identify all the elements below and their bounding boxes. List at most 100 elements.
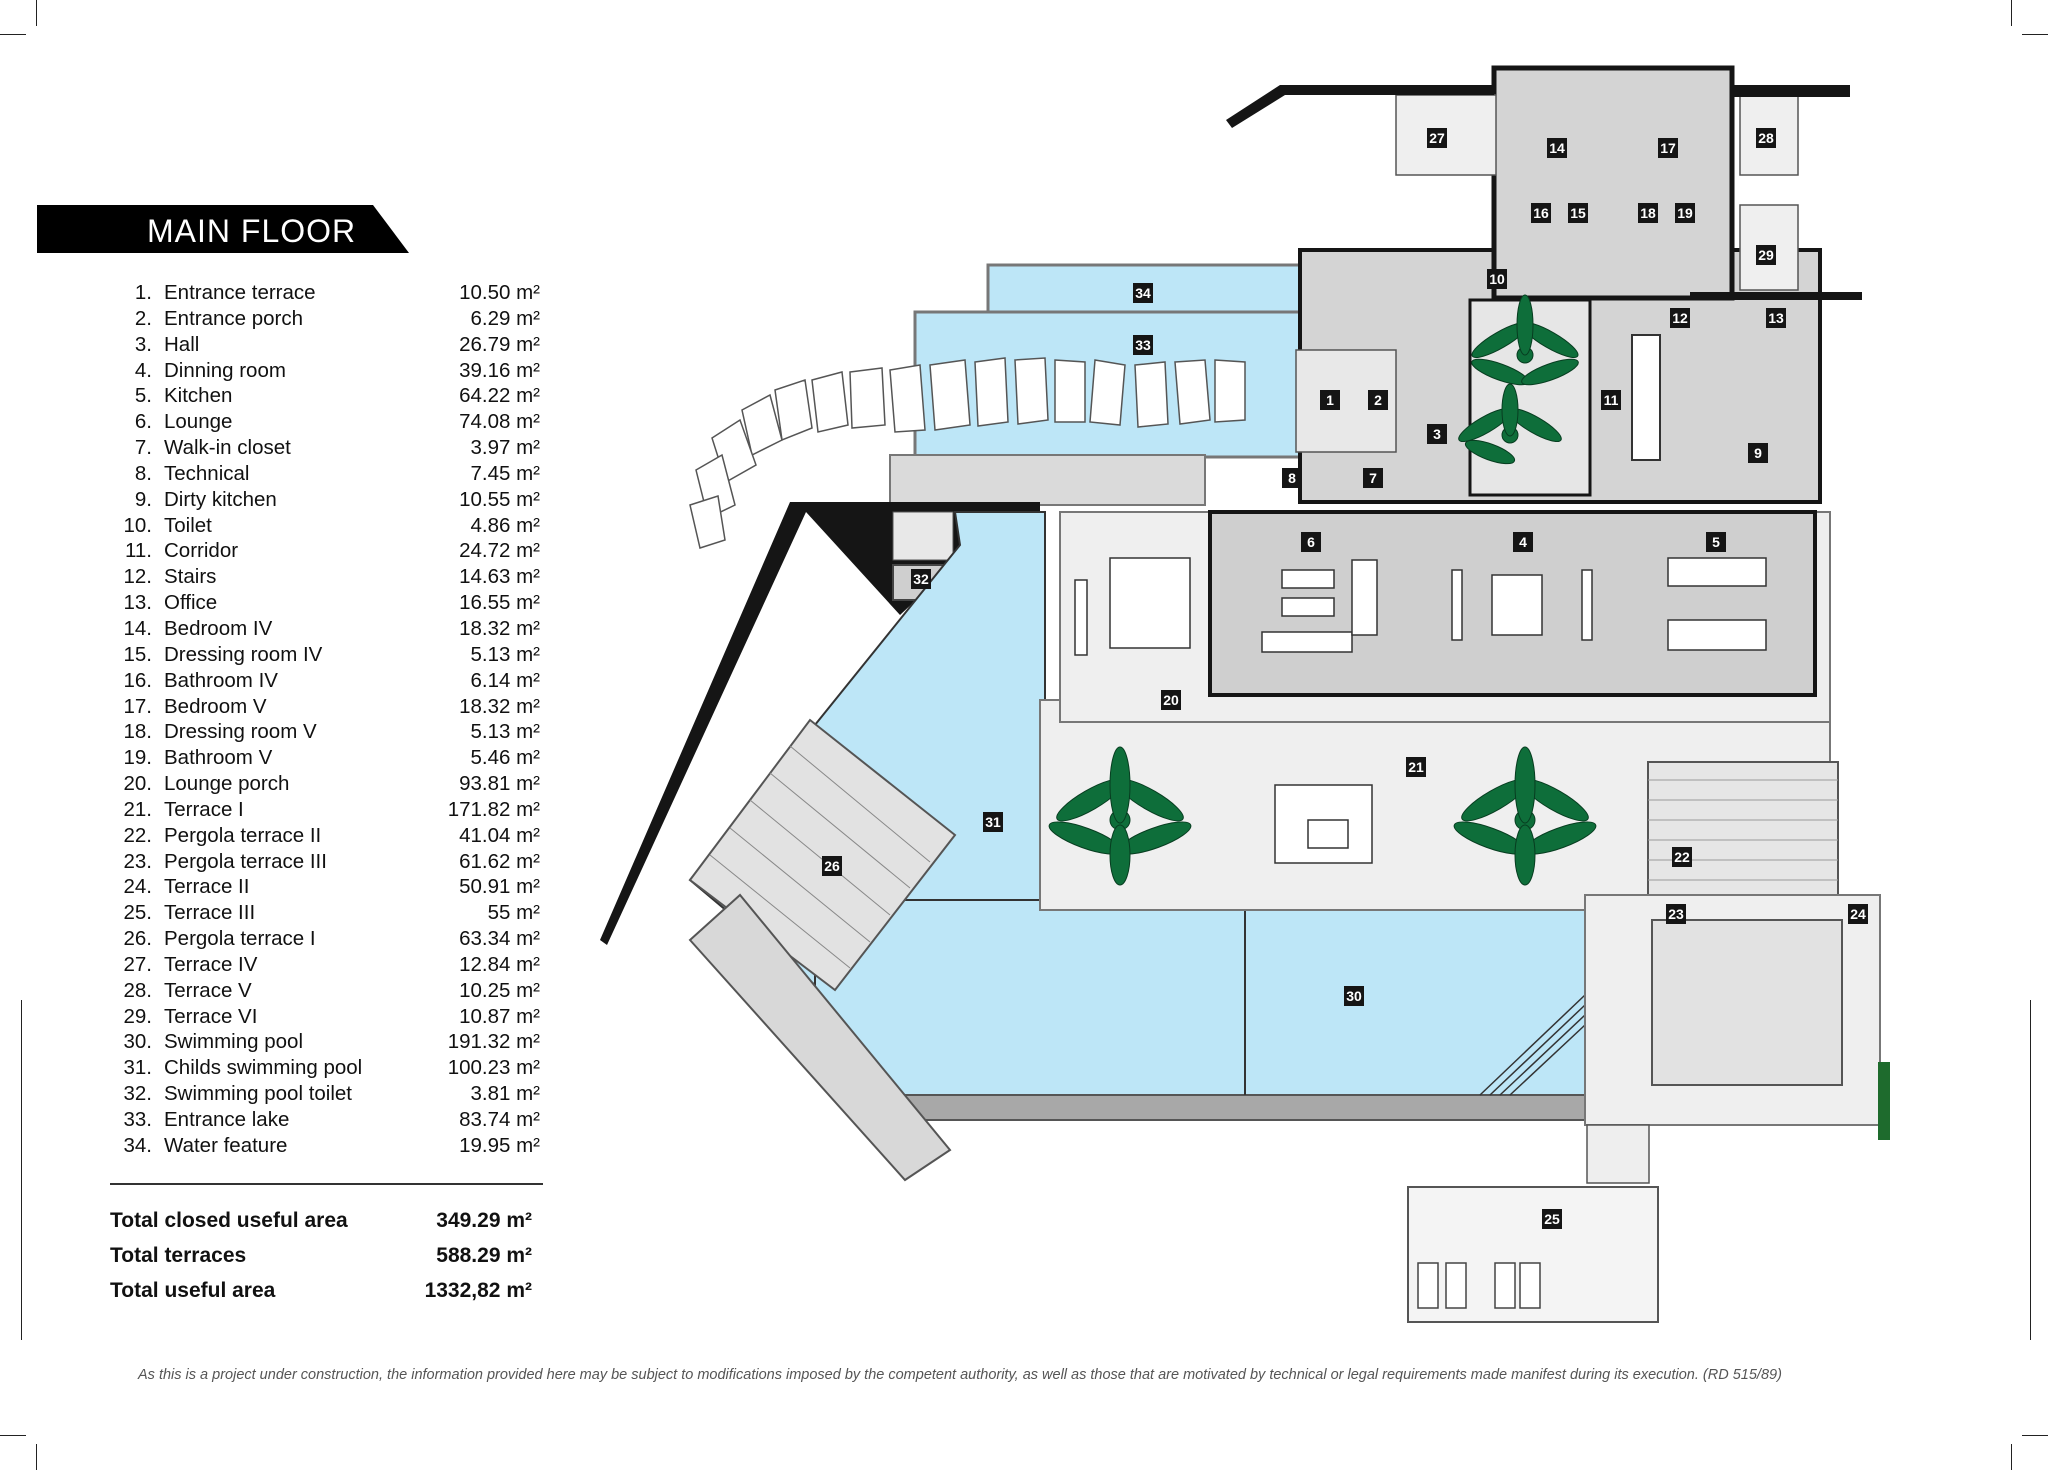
- legend-room-name: Terrace V: [164, 978, 252, 1002]
- legend-number: 34.: [123, 1133, 153, 1157]
- legend-area: 50.91 m²: [459, 875, 540, 899]
- plan-tag-label: 7: [1369, 470, 1377, 486]
- legend-room-name: Dinning room: [164, 358, 286, 382]
- legend-area: 26.79 m²: [459, 332, 540, 356]
- legend-room-name: Bathroom IV: [164, 668, 278, 692]
- legend-number: 14.: [123, 616, 153, 640]
- plan-tag-label: 11: [1604, 392, 1619, 408]
- legend-number: 11.: [125, 539, 152, 563]
- legend-number: 24.: [123, 875, 153, 899]
- legend-number: 5.: [134, 384, 152, 408]
- plan-tag: 21: [1406, 757, 1426, 777]
- plan-tag: 6: [1301, 532, 1321, 552]
- floor-plan: 1234567891011121314151617181920212223242…: [600, 65, 1890, 1323]
- plan-tag: 18: [1638, 203, 1658, 223]
- plan-tag-box: [1542, 1209, 1562, 1229]
- palm-icon: [1453, 746, 1597, 886]
- legend-number: 20.: [123, 772, 153, 796]
- legend-room-name: Water feature: [164, 1133, 288, 1157]
- plan-tag-box: [1133, 283, 1153, 303]
- plan-tag: 27: [1427, 128, 1447, 148]
- page-title-banner: MAIN FLOOR: [37, 205, 409, 253]
- legend-room-name: Pergola terrace II: [164, 823, 322, 847]
- plan-tag-label: 19: [1677, 205, 1693, 221]
- swimming-pool: [814, 899, 1586, 1096]
- legend-room-name: Entrance porch: [164, 306, 304, 330]
- pool-steps: [1479, 994, 1586, 1096]
- legend-room-name: Pergola terrace I: [164, 927, 316, 951]
- legend-area: 4.86 m²: [470, 513, 541, 537]
- total-value: 1332,82 m²: [424, 1279, 532, 1302]
- plan-tag-label: 28: [1758, 130, 1774, 146]
- disclaimer: As this is a project under construction,…: [138, 1367, 1782, 1383]
- plan-tag-label: 2: [1374, 392, 1382, 408]
- stepping-stones: [689, 357, 1246, 549]
- plan-tag-box: [1638, 203, 1658, 223]
- plan-tag-box: [822, 856, 842, 876]
- legend-room-name: Bedroom V: [164, 694, 267, 718]
- plan-tag: 33: [1133, 335, 1153, 355]
- stairs-well: [1631, 334, 1661, 461]
- plan-tag: 19: [1675, 203, 1695, 223]
- plan-tag-label: 6: [1307, 534, 1315, 550]
- plan-tag-label: 20: [1163, 692, 1179, 708]
- legend-area: 10.55 m²: [459, 487, 540, 511]
- steps: [1586, 1124, 1650, 1184]
- legend-number: 2.: [134, 306, 152, 330]
- legend-room-name: Swimming pool toilet: [164, 1082, 352, 1106]
- plan-tag-box: [1848, 904, 1868, 924]
- total-label: Total useful area: [110, 1279, 276, 1302]
- legend-room-name: Toilet: [164, 513, 212, 537]
- legend-number: 12.: [123, 565, 153, 589]
- legend-number: 29.: [123, 1004, 153, 1028]
- plan-tag-box: [1568, 203, 1588, 223]
- legend-number: 6.: [134, 410, 152, 434]
- plan-tag-box: [1748, 443, 1768, 463]
- plan-tag-box: [1706, 532, 1726, 552]
- legend-room-name: Terrace VI: [164, 1004, 258, 1028]
- plan-tag-box: [1133, 335, 1153, 355]
- plan-tag-label: 18: [1640, 205, 1656, 221]
- plan-tag-label: 27: [1429, 130, 1445, 146]
- plan-tag: 24: [1848, 904, 1868, 924]
- plan-tag-box: [1161, 690, 1181, 710]
- plan-tag-label: 29: [1758, 247, 1774, 263]
- legend-area: 63.34 m²: [459, 927, 540, 951]
- plan-tag-label: 4: [1519, 534, 1527, 550]
- legend-room-name: Hall: [164, 332, 200, 356]
- legend-room-name: Lounge porch: [164, 772, 290, 796]
- legend-area: 14.63 m²: [459, 565, 540, 589]
- plan-tag: 7: [1363, 468, 1383, 488]
- legend-area: 6.14 m²: [470, 668, 541, 692]
- planter-strip: [688, 893, 952, 1182]
- plan-tag-label: 23: [1668, 906, 1684, 922]
- plan-tag-box: [1487, 269, 1507, 289]
- legend-number: 31.: [123, 1056, 153, 1080]
- wall: [1690, 292, 1862, 300]
- crop-mark: [2022, 1435, 2048, 1436]
- plan-tag-box: [1670, 308, 1690, 328]
- legend-number: 22.: [123, 823, 153, 847]
- crop-mark: [36, 1444, 37, 1470]
- pool-edge: [874, 1094, 1586, 1121]
- legend-room-name: Bathroom V: [164, 746, 273, 770]
- crop-mark: [2011, 0, 2012, 26]
- plan-tag-box: [1666, 904, 1686, 924]
- plan-tag-label: 32: [913, 571, 929, 587]
- legend-room-name: Terrace II: [164, 875, 250, 899]
- plan-tag-label: 1: [1326, 392, 1334, 408]
- legend-area: 5.46 m²: [470, 746, 541, 770]
- legend-divider: [110, 1183, 543, 1185]
- plan-tag-label: 14: [1549, 140, 1565, 156]
- legend-number: 32.: [123, 1082, 153, 1106]
- legend-room-name: Dirty kitchen: [164, 487, 277, 511]
- legend-number: 21.: [123, 797, 153, 821]
